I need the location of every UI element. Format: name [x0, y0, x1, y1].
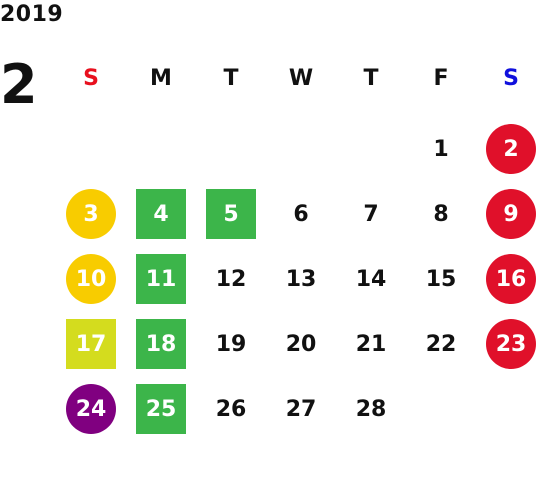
day-28[interactable]: 28	[355, 396, 387, 422]
weekday-3: W	[288, 66, 314, 91]
day-9[interactable]: 9	[486, 189, 536, 239]
day-21[interactable]: 21	[355, 331, 387, 357]
day-3[interactable]: 3	[66, 189, 116, 239]
day-7[interactable]: 7	[363, 201, 379, 227]
day-14[interactable]: 14	[355, 266, 387, 292]
day-2[interactable]: 2	[486, 124, 536, 174]
month-label: 2	[0, 53, 38, 116]
weekday-0: S	[83, 66, 99, 91]
day-12[interactable]: 12	[215, 266, 247, 292]
day-5[interactable]: 5	[206, 189, 256, 239]
weekday-2: T	[223, 66, 239, 91]
day-8[interactable]: 8	[433, 201, 449, 227]
day-11[interactable]: 11	[136, 254, 186, 304]
day-25[interactable]: 25	[136, 384, 186, 434]
day-13[interactable]: 13	[285, 266, 317, 292]
day-22[interactable]: 22	[425, 331, 457, 357]
day-27[interactable]: 27	[285, 396, 317, 422]
day-6[interactable]: 6	[293, 201, 309, 227]
weekday-1: M	[150, 66, 172, 91]
day-19[interactable]: 19	[215, 331, 247, 357]
day-4[interactable]: 4	[136, 189, 186, 239]
day-20[interactable]: 20	[285, 331, 317, 357]
day-24[interactable]: 24	[66, 384, 116, 434]
weekday-5: F	[433, 66, 449, 91]
year-label: 2019	[0, 2, 64, 27]
day-15[interactable]: 15	[425, 266, 457, 292]
weekday-4: T	[363, 66, 379, 91]
day-1[interactable]: 1	[433, 136, 449, 162]
day-17[interactable]: 17	[66, 319, 116, 369]
weekday-6: S	[503, 66, 519, 91]
day-23[interactable]: 23	[486, 319, 536, 369]
day-10[interactable]: 10	[66, 254, 116, 304]
day-26[interactable]: 26	[215, 396, 247, 422]
day-18[interactable]: 18	[136, 319, 186, 369]
day-16[interactable]: 16	[486, 254, 536, 304]
